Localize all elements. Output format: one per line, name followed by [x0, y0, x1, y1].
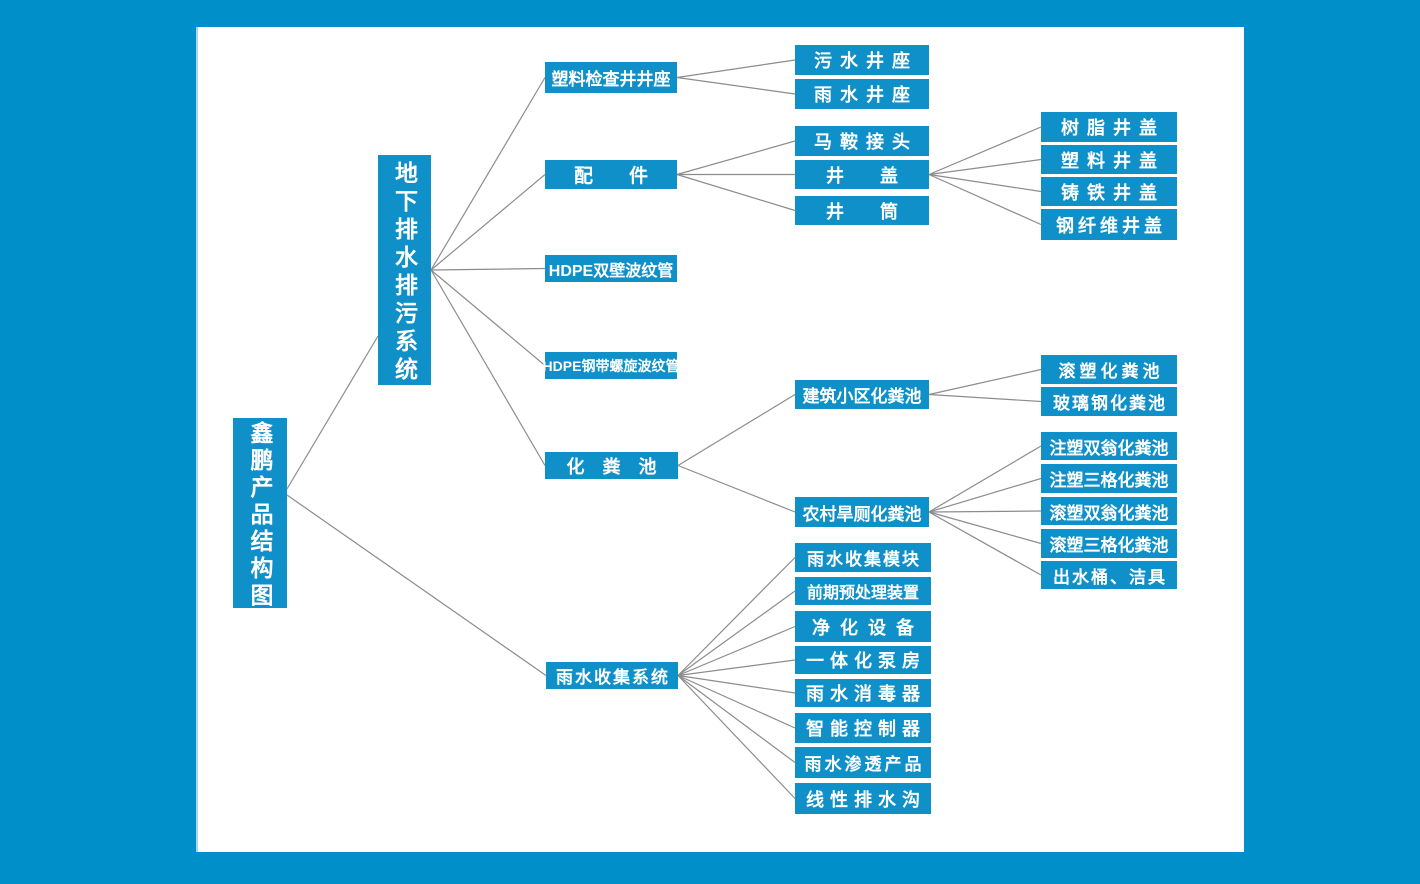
node-roto-three-grid-septic: 滚塑三格化粪池: [1041, 529, 1177, 558]
node-plastic-inspection-well-base: 塑料检查井井座: [545, 62, 677, 93]
node-root: 鑫鹏产品结构图: [233, 418, 287, 610]
node-rural-toilet-septic-tank: 农村旱厕化粪池: [795, 497, 929, 527]
node-cast-iron-cover: 铸铁井盖: [1041, 177, 1177, 206]
node-sewage-well-base: 污水井座: [795, 45, 929, 75]
node-plastic-cover: 塑料井盖: [1041, 145, 1177, 174]
node-well-shaft: 井筒: [795, 196, 929, 225]
node-injection-three-grid-septic: 注塑三格化粪池: [1041, 464, 1177, 493]
node-pretreatment-device: 前期预处理装置: [795, 577, 931, 605]
node-fittings: 配件: [545, 160, 677, 189]
node-saddle-connector: 马鞍接头: [795, 126, 929, 156]
node-rainwater-infiltration: 雨水渗透产品: [795, 747, 931, 778]
node-linear-drainage-ditch: 线性排水沟: [795, 783, 931, 814]
node-intelligent-controller: 智能控制器: [795, 713, 931, 743]
node-rainwater-collection-system: 雨水收集系统: [546, 662, 678, 689]
node-roto-double-urn-septic: 滚塑双翁化粪池: [1041, 497, 1177, 525]
node-underground-drainage-system: 地下排水排污系统: [378, 155, 431, 385]
node-outlet-bucket-sanitary: 出水桶、洁具: [1041, 561, 1177, 589]
node-roto-molded-septic: 滚塑化粪池: [1041, 355, 1177, 384]
node-frp-septic: 玻璃钢化粪池: [1041, 387, 1177, 416]
node-septic-tank: 化粪池: [545, 452, 678, 479]
node-integrated-pump-house: 一体化泵房: [795, 646, 931, 674]
node-purification-equipment: 净化设备: [795, 611, 931, 642]
node-community-septic-tank: 建筑小区化粪池: [795, 380, 929, 409]
node-hdpe-steel-spiral-pipe: HDPE钢带螺旋波纹管: [543, 352, 679, 379]
node-rainwater-collection-module: 雨水收集模块: [795, 543, 931, 572]
node-steel-fiber-cover: 钢纤维井盖: [1041, 209, 1177, 240]
node-rainwater-disinfector: 雨水消毒器: [795, 679, 931, 707]
node-injection-double-urn-septic: 注塑双翁化粪池: [1041, 432, 1177, 460]
node-hdpe-double-wall-pipe: HDPE双壁波纹管: [545, 255, 677, 282]
node-resin-cover: 树脂井盖: [1041, 112, 1177, 142]
node-well-cover: 井盖: [795, 160, 929, 189]
node-rain-well-base: 雨水井座: [795, 79, 929, 109]
